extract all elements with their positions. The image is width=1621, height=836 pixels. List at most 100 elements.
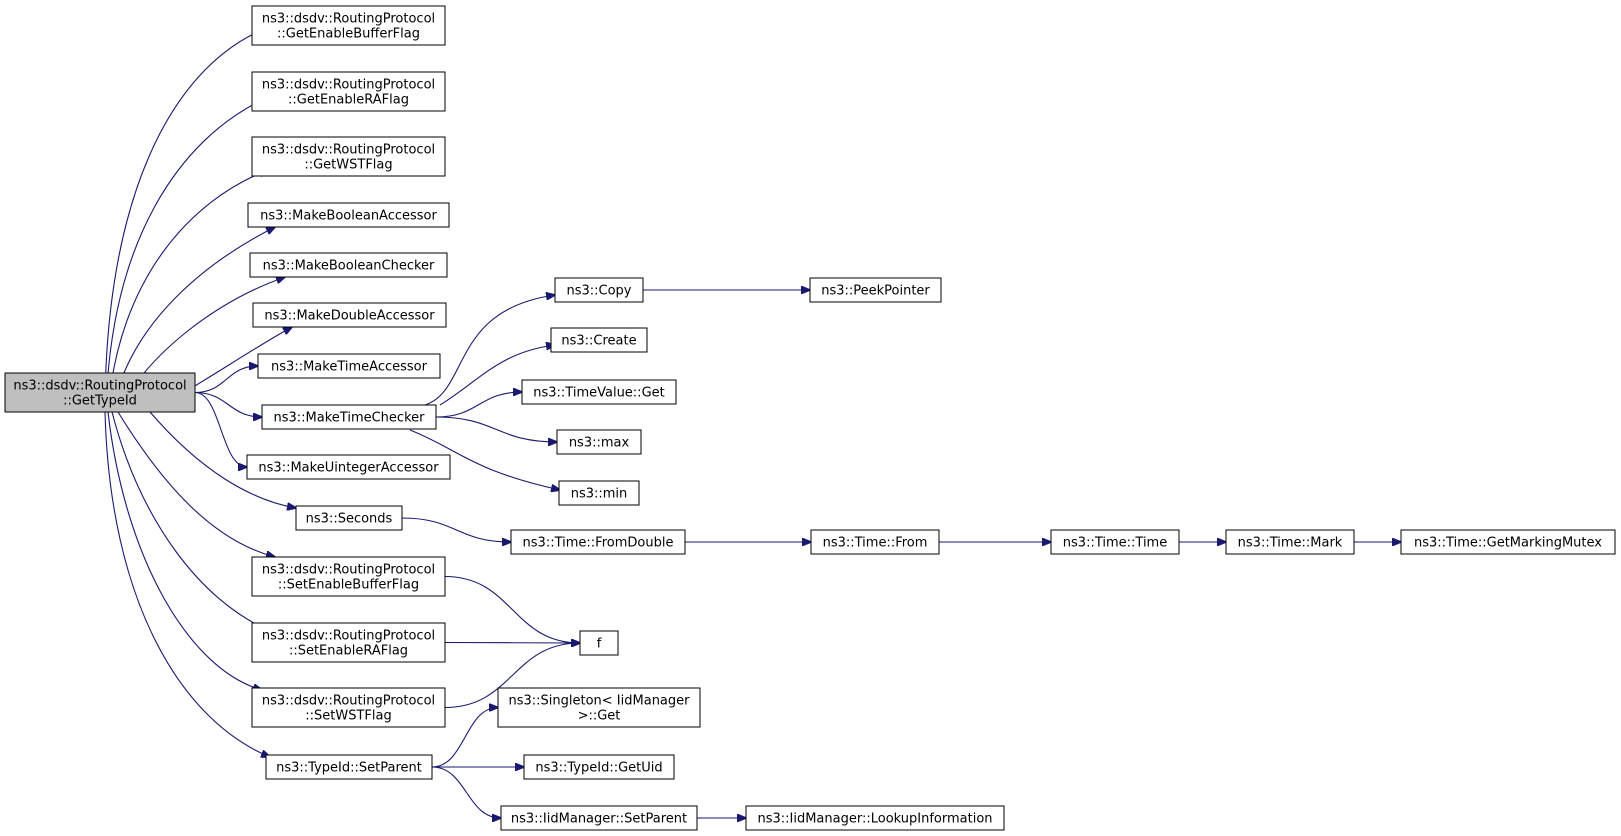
node-singletonGet[interactable]: ns3::Singleton< IidManager>::Get: [497, 687, 701, 728]
node-box: [745, 805, 1005, 831]
call-edge-seconds-to-timeFromDouble: [401, 517, 511, 542]
call-nodes: ns3::dsdv::RoutingProtocol::GetTypeIdns3…: [4, 5, 1616, 831]
node-box: [251, 687, 446, 728]
node-label: ns3::Time::Time: [1063, 536, 1167, 551]
node-label: ns3::TypeId::GetUid: [535, 761, 662, 776]
node-label: ns3::TypeId::SetParent: [276, 761, 422, 776]
node-label: ns3::Time::Mark: [1238, 536, 1343, 551]
call-edge-root-to-makeTimeAccessor: [194, 366, 258, 394]
node-getEnableRAFlag[interactable]: ns3::dsdv::RoutingProtocol::GetEnableRAF…: [251, 71, 446, 112]
node-label: ns3::MakeBooleanAccessor: [260, 209, 437, 224]
node-box: [521, 379, 677, 405]
call-edge-typeIdSetParent-to-iidManagerSetParent: [431, 766, 501, 818]
node-makeBooleanChecker[interactable]: ns3::MakeBooleanChecker: [249, 252, 448, 278]
node-box: [251, 71, 446, 112]
call-edge-root-to-setEnableRAFlag: [111, 411, 268, 630]
call-edge-setEnableBufferFlag-to-f: [444, 575, 580, 644]
node-timeFromDouble[interactable]: ns3::Time::FromDouble: [510, 529, 686, 555]
node-timeFrom[interactable]: ns3::Time::From: [810, 529, 940, 555]
node-box: [810, 529, 940, 555]
node-timeValueGet[interactable]: ns3::TimeValue::Get: [521, 379, 677, 405]
node-label: ::GetEnableBufferFlag: [277, 27, 420, 42]
node-setEnableRAFlag[interactable]: ns3::dsdv::RoutingProtocol::SetEnableRAF…: [251, 622, 446, 663]
call-edge-makeTimeChecker-to-max: [435, 416, 557, 442]
node-box: [261, 404, 437, 430]
call-edge-makeTimeChecker-to-copy: [424, 295, 555, 406]
call-edge-makeTimeChecker-to-min: [409, 429, 560, 490]
call-edge-root-to-makeUintegerAccessor: [194, 391, 247, 468]
node-makeTimeAccessor[interactable]: ns3::MakeTimeAccessor: [257, 353, 441, 379]
node-label: ns3::TimeValue::Get: [533, 386, 665, 401]
node-box: [809, 277, 942, 303]
node-typeIdSetParent[interactable]: ns3::TypeId::SetParent: [265, 754, 433, 780]
node-label: ::GetTypeId: [63, 394, 137, 409]
node-box: [252, 302, 447, 328]
node-getEnableBufferFlag[interactable]: ns3::dsdv::RoutingProtocol::GetEnableBuf…: [251, 5, 446, 46]
node-box: [247, 202, 450, 228]
node-peekPointer[interactable]: ns3::PeekPointer: [809, 277, 942, 303]
node-box: [558, 480, 640, 506]
node-label: ns3::min: [571, 487, 628, 502]
node-box: [1225, 529, 1355, 555]
node-box: [4, 372, 196, 413]
node-box: [251, 622, 446, 663]
node-label: ns3::Time::FromDouble: [523, 536, 674, 551]
node-label: ::GetEnableRAFlag: [288, 93, 409, 108]
node-label: ns3::dsdv::RoutingProtocol: [262, 629, 435, 644]
node-label: ns3::MakeBooleanChecker: [263, 259, 435, 274]
node-timeTime[interactable]: ns3::Time::Time: [1050, 529, 1180, 555]
node-box: [1050, 529, 1180, 555]
call-edge-makeTimeChecker-to-create: [439, 345, 555, 406]
node-label: >::Get: [578, 709, 621, 724]
node-setEnableBufferFlag[interactable]: ns3::dsdv::RoutingProtocol::SetEnableBuf…: [251, 556, 446, 597]
node-create[interactable]: ns3::Create: [550, 327, 648, 353]
node-label: ns3::max: [569, 436, 630, 451]
node-makeDoubleAccessor[interactable]: ns3::MakeDoubleAccessor: [252, 302, 447, 328]
node-label: ns3::Copy: [566, 284, 631, 299]
node-box: [251, 136, 446, 177]
node-box: [554, 277, 644, 303]
node-timeMark[interactable]: ns3::Time::Mark: [1225, 529, 1355, 555]
node-label: ::SetWSTFlag: [305, 709, 391, 724]
node-setWSTFlag[interactable]: ns3::dsdv::RoutingProtocol::SetWSTFlag: [251, 687, 446, 728]
call-edge-root-to-getEnableRAFlag: [105, 100, 262, 413]
node-makeTimeChecker[interactable]: ns3::MakeTimeChecker: [261, 404, 437, 430]
node-seconds[interactable]: ns3::Seconds: [295, 505, 403, 531]
node-min[interactable]: ns3::min: [558, 480, 640, 506]
node-root[interactable]: ns3::dsdv::RoutingProtocol::GetTypeId: [4, 372, 196, 413]
node-box: [497, 687, 701, 728]
node-typeIdGetUid[interactable]: ns3::TypeId::GetUid: [523, 754, 675, 780]
call-edge-root-to-getEnableBufferFlag: [104, 30, 262, 413]
node-label: ::GetWSTFlag: [304, 158, 392, 173]
node-box: [251, 5, 446, 46]
node-label: ns3::Seconds: [306, 512, 393, 527]
call-edge-root-to-setEnableBufferFlag: [117, 411, 275, 557]
call-edge-typeIdSetParent-to-singletonGet: [431, 708, 498, 768]
node-box: [295, 505, 403, 531]
node-max[interactable]: ns3::max: [556, 429, 642, 455]
node-label: ns3::IidManager::SetParent: [511, 812, 687, 827]
call-edge-root-to-typeIdSetParent: [104, 411, 270, 757]
node-lookupInformation[interactable]: ns3::IidManager::LookupInformation: [745, 805, 1005, 831]
node-box: [579, 630, 619, 656]
node-iidManagerSetParent[interactable]: ns3::IidManager::SetParent: [500, 805, 698, 831]
node-copy[interactable]: ns3::Copy: [554, 277, 644, 303]
node-label: ns3::MakeDoubleAccessor: [264, 309, 435, 324]
node-makeUintegerAccessor[interactable]: ns3::MakeUintegerAccessor: [246, 454, 451, 480]
node-getWSTFlag[interactable]: ns3::dsdv::RoutingProtocol::GetWSTFlag: [251, 136, 446, 177]
node-label: ns3::dsdv::RoutingProtocol: [262, 12, 435, 27]
node-f[interactable]: f: [579, 630, 619, 656]
node-label: ns3::Create: [561, 334, 636, 349]
node-label: ns3::Time::From: [823, 536, 928, 551]
node-label: ns3::MakeTimeChecker: [274, 411, 426, 426]
call-edge-root-to-seconds: [149, 411, 296, 508]
node-label: ns3::dsdv::RoutingProtocol: [262, 78, 435, 93]
node-label: ns3::PeekPointer: [821, 284, 930, 299]
node-makeBooleanAccessor[interactable]: ns3::MakeBooleanAccessor: [247, 202, 450, 228]
node-label: ::SetEnableBufferFlag: [278, 578, 419, 593]
node-timeGetMarkingMutex[interactable]: ns3::Time::GetMarkingMutex: [1400, 529, 1616, 555]
node-label: ns3::dsdv::RoutingProtocol: [262, 563, 435, 578]
call-edge-setEnableRAFlag-to-f: [444, 643, 580, 644]
node-box: [550, 327, 648, 353]
